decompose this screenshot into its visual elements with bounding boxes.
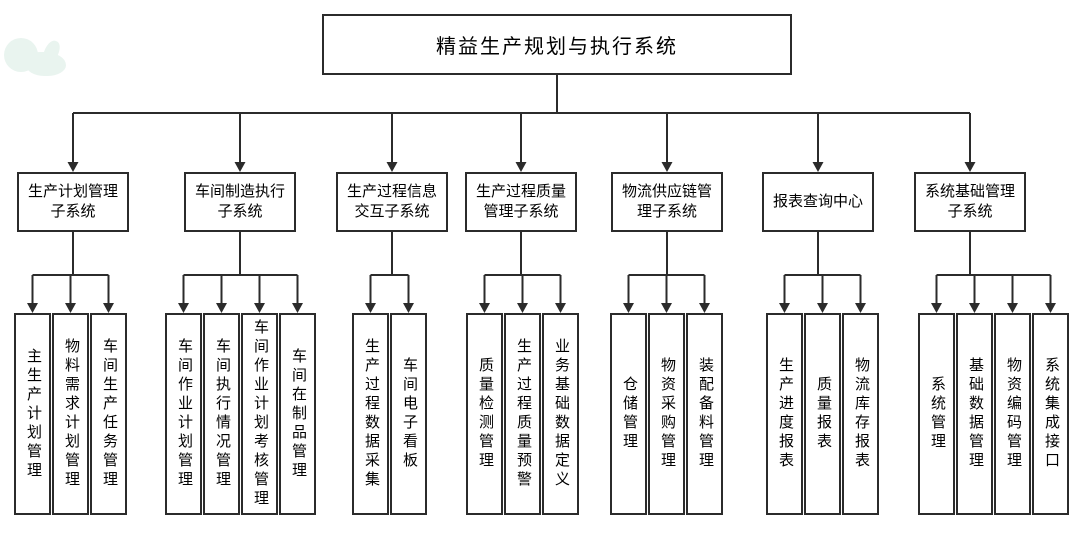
module-label: 主生产计划管理 — [25, 347, 41, 481]
module-node: 业务基础数据定义 — [542, 313, 579, 515]
module-label: 生产过程数据采集 — [363, 338, 379, 490]
module-node: 生产过程数据采集 — [352, 313, 389, 515]
subsystem-node-logistics-supply-chain: 物流供应链管理子系统 — [611, 172, 723, 232]
arrow-down-icon — [969, 303, 980, 313]
arrow-down-icon — [1007, 303, 1018, 313]
root-node: 精益生产规划与执行系统 — [322, 14, 792, 75]
module-label: 生产过程质量预警 — [515, 338, 531, 490]
arrow-down-icon — [931, 303, 942, 313]
module-node: 物资编码管理 — [994, 313, 1031, 515]
module-label: 系统管理 — [929, 376, 945, 452]
module-label: 基础数据管理 — [967, 357, 983, 471]
module-node: 生产进度报表 — [766, 313, 803, 515]
arrow-down-icon — [403, 303, 414, 313]
module-node: 系统集成接口 — [1032, 313, 1069, 515]
arrow-down-icon — [65, 303, 76, 313]
arrow-down-icon — [27, 303, 38, 313]
arrow-down-icon — [178, 303, 189, 313]
subsystem-node-report-center: 报表查询中心 — [762, 172, 874, 232]
arrow-down-icon — [817, 303, 828, 313]
module-label: 物资采购管理 — [659, 357, 675, 471]
arrow-down-icon — [623, 303, 634, 313]
arrow-down-icon — [216, 303, 227, 313]
module-label: 装配备料管理 — [697, 357, 713, 471]
arrow-down-icon — [234, 162, 246, 172]
module-label: 质量检测管理 — [477, 357, 493, 471]
module-node: 物料需求计划管理 — [52, 313, 89, 515]
module-node: 车间生产任务管理 — [90, 313, 127, 515]
arrow-down-icon — [661, 303, 672, 313]
module-node: 质量报表 — [804, 313, 841, 515]
module-node: 质量检测管理 — [466, 313, 503, 515]
module-label: 物流库存报表 — [853, 357, 869, 471]
module-label: 车间在制品管理 — [290, 347, 306, 481]
module-node: 车间执行情况管理 — [203, 313, 240, 515]
arrow-down-icon — [517, 303, 528, 313]
arrow-down-icon — [964, 162, 976, 172]
arrow-down-icon — [855, 303, 866, 313]
module-node: 车间在制品管理 — [279, 313, 316, 515]
module-label: 仓储管理 — [621, 376, 637, 452]
module-label: 车间作业计划考核管理 — [252, 319, 268, 509]
module-node: 车间作业计划管理 — [165, 313, 202, 515]
arrow-down-icon — [699, 303, 710, 313]
subsystem-node-system-foundation: 系统基础管理子系统 — [914, 172, 1026, 232]
arrow-down-icon — [365, 303, 376, 313]
arrow-down-icon — [254, 303, 265, 313]
arrow-down-icon — [479, 303, 490, 313]
module-label: 车间作业计划管理 — [176, 338, 192, 490]
arrow-down-icon — [555, 303, 566, 313]
arrow-down-icon — [812, 162, 824, 172]
module-node: 系统管理 — [918, 313, 955, 515]
subsystem-node-process-quality: 生产过程质量管理子系统 — [465, 172, 577, 232]
module-node: 物资采购管理 — [648, 313, 685, 515]
arrow-down-icon — [515, 162, 527, 172]
module-label: 生产进度报表 — [777, 357, 793, 471]
module-node: 装配备料管理 — [686, 313, 723, 515]
arrow-down-icon — [779, 303, 790, 313]
module-node: 生产过程质量预警 — [504, 313, 541, 515]
module-node: 车间作业计划考核管理 — [241, 313, 278, 515]
module-node: 车间电子看板 — [390, 313, 427, 515]
module-label: 系统集成接口 — [1043, 357, 1059, 471]
subsystem-node-workshop-mes: 车间制造执行子系统 — [184, 172, 296, 232]
arrow-down-icon — [386, 162, 398, 172]
arrow-down-icon — [67, 162, 79, 172]
module-node: 仓储管理 — [610, 313, 647, 515]
module-label: 质量报表 — [815, 376, 831, 452]
arrow-down-icon — [1045, 303, 1056, 313]
module-label: 车间电子看板 — [401, 357, 417, 471]
module-label: 业务基础数据定义 — [553, 338, 569, 490]
module-node: 基础数据管理 — [956, 313, 993, 515]
module-label: 车间生产任务管理 — [101, 338, 117, 490]
module-label: 车间执行情况管理 — [214, 338, 230, 490]
module-label: 物料需求计划管理 — [63, 338, 79, 490]
subsystem-node-production-planning: 生产计划管理子系统 — [17, 172, 129, 232]
arrow-down-icon — [661, 162, 673, 172]
module-label: 物资编码管理 — [1005, 357, 1021, 471]
module-node: 物流库存报表 — [842, 313, 879, 515]
arrow-down-icon — [103, 303, 114, 313]
module-node: 主生产计划管理 — [14, 313, 51, 515]
arrow-down-icon — [292, 303, 303, 313]
subsystem-node-process-info-exchange: 生产过程信息交互子系统 — [336, 172, 448, 232]
